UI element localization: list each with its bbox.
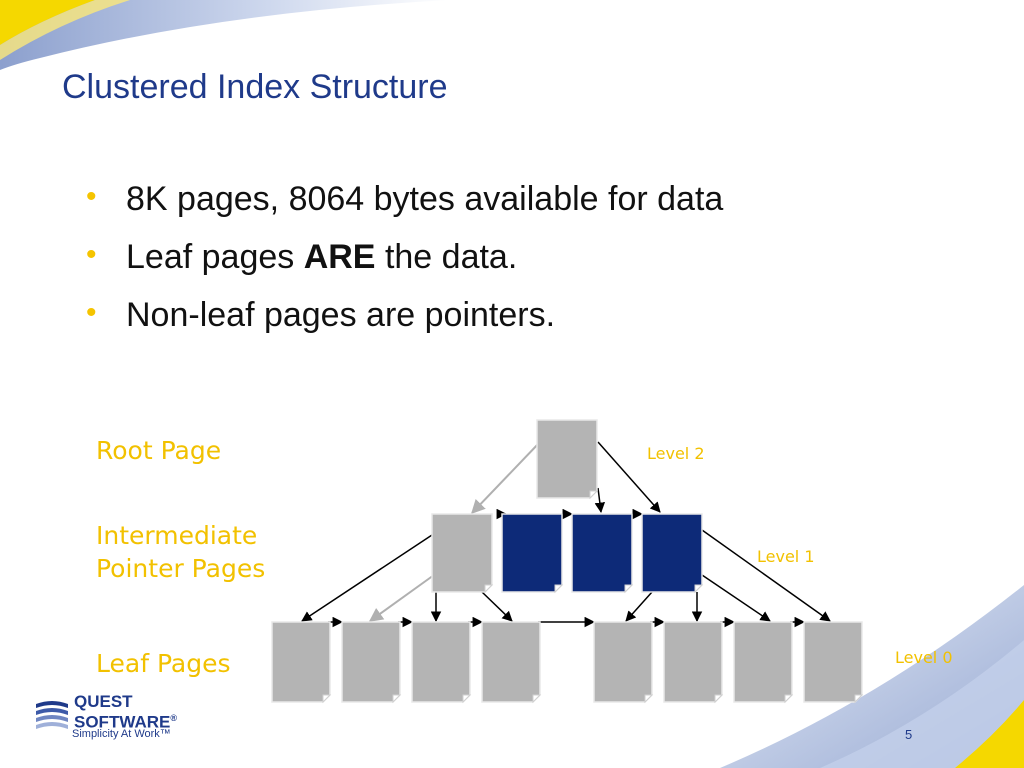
- leaf-page: [593, 621, 654, 704]
- bullet-text: Leaf pages: [126, 238, 304, 276]
- intermediate-page: [431, 513, 494, 594]
- intermediate-page: [501, 513, 564, 594]
- intermediate-to-leaf-link: [625, 591, 653, 622]
- root-to-intermediate-link: [597, 441, 661, 513]
- quest-logo-icon: [36, 701, 68, 729]
- intermediate-to-leaf-link: [701, 574, 771, 622]
- logo-line-2: SOFTWARE: [74, 712, 171, 732]
- intermediate-page: [571, 513, 634, 594]
- level-2-label: Level 2: [647, 444, 705, 463]
- intermediate-to-leaf-link: [701, 529, 831, 622]
- leaf-page: [803, 621, 864, 704]
- logo-registered-mark: ®: [170, 713, 177, 723]
- logo-line-1: QUEST: [74, 692, 133, 711]
- bullet-item: • 8K pages, 8064 bytes available for dat…: [86, 180, 723, 238]
- leaf-page: [411, 621, 472, 704]
- root-page-label: Root Page: [96, 436, 222, 465]
- level-1-label: Level 1: [757, 547, 815, 566]
- bullet-emphasis: ARE: [303, 238, 376, 276]
- bullet-item: • Leaf pages ARE the data.: [86, 238, 723, 296]
- logo-tagline: Simplicity At Work™: [72, 728, 171, 740]
- bullet-item: • Non-leaf pages are pointers.: [86, 296, 723, 354]
- intermediate-to-leaf-link: [368, 574, 435, 622]
- leaf-page: [341, 621, 402, 704]
- bullet-icon: •: [86, 296, 97, 329]
- intermediate-label-line2: Pointer Pages: [96, 554, 266, 583]
- root-to-intermediate-link: [594, 487, 606, 514]
- index-pages: [271, 419, 864, 704]
- level-0-label: Level 0: [895, 648, 953, 667]
- root-page: [536, 419, 599, 500]
- bullet-icon: •: [86, 238, 97, 271]
- intermediate-label-line1: Intermediate: [96, 521, 258, 550]
- leaf-page: [733, 621, 794, 704]
- pointer-links: [301, 441, 831, 628]
- leaf-page: [663, 621, 724, 704]
- leaf-pages-label: Leaf Pages: [96, 649, 231, 678]
- page-number: 5: [905, 727, 913, 742]
- bullet-text: Non-leaf pages are pointers.: [126, 296, 556, 334]
- root-to-intermediate-link: [471, 441, 541, 515]
- bullet-icon: •: [86, 180, 97, 213]
- intermediate-to-leaf-link: [301, 534, 433, 622]
- logo-wordmark: QUEST SOFTWARE®: [74, 693, 177, 731]
- slide-title: Clustered Index Structure: [62, 68, 448, 106]
- bullet-text: 8K pages, 8064 bytes available for data: [126, 180, 724, 218]
- bullet-list: • 8K pages, 8064 bytes available for dat…: [86, 180, 723, 354]
- bullet-text-tail: the data.: [375, 238, 518, 276]
- leaf-page: [481, 621, 542, 704]
- intermediate-page: [641, 513, 704, 594]
- leaf-page: [271, 621, 332, 704]
- intermediate-to-leaf-link: [481, 591, 513, 622]
